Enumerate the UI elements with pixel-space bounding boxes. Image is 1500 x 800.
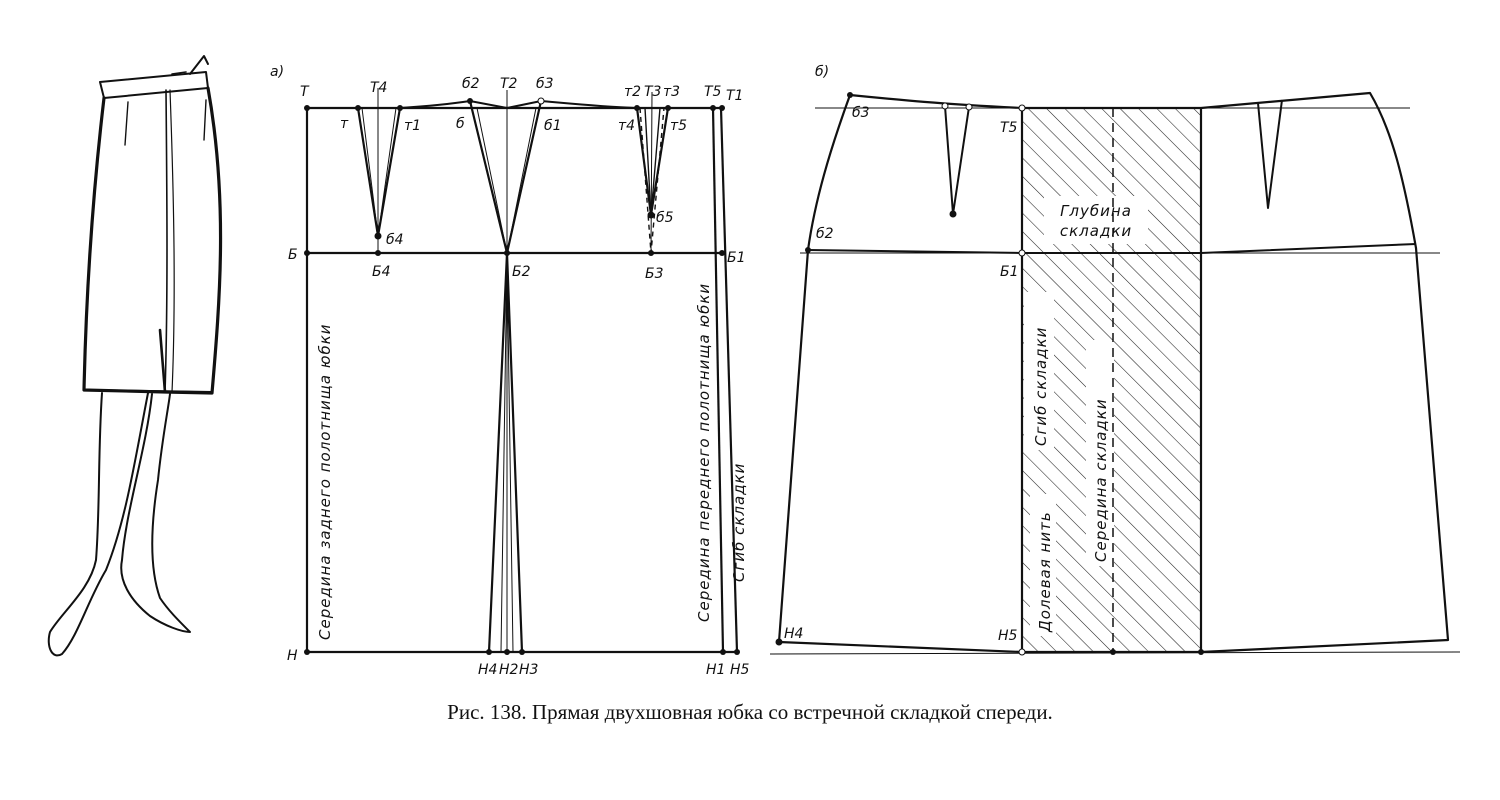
front-center-line (711, 107, 725, 653)
side-seam-lower-inner (500, 252, 514, 653)
sketch-waistband-tab (189, 55, 209, 75)
sketch-hem (83, 389, 213, 393)
sketch-leg-left (47, 392, 149, 657)
text-pleat-middle: Середина складки (1092, 398, 1110, 562)
sketch-dart-2 (203, 99, 207, 141)
label-H3: Н3 (519, 662, 538, 678)
text-fold-b: Сгиб складки (1032, 327, 1050, 446)
side-seam-lower (487, 252, 524, 653)
text-fold-a: Сгиб складки (730, 463, 748, 582)
sketch-skirt-body (82, 86, 223, 395)
sketch-pleat-right (169, 89, 175, 393)
label-b-B1: Б1 (1000, 264, 1019, 280)
label-t4: т4 (618, 118, 635, 134)
label-b-H4: Н4 (784, 626, 803, 642)
fold-line (719, 107, 739, 653)
label-H: Н (287, 648, 298, 664)
label-H2: Н2 (499, 662, 519, 678)
sketch-pleat-fold (158, 328, 177, 394)
sketch-waistband (99, 71, 209, 99)
panel-a: а) (270, 64, 750, 678)
label-b: б (456, 116, 465, 132)
sketch-dart-1 (124, 101, 129, 146)
panel-a-label: а) (270, 64, 284, 80)
panel-b-points (775, 92, 1204, 656)
label-B3: Б3 (645, 266, 664, 282)
label-B2: Б2 (512, 264, 531, 280)
panel-b: б) (769, 64, 1461, 656)
label-T5: Т5 (704, 84, 722, 100)
label-B1: Б1 (727, 250, 746, 266)
label-B4: Б4 (372, 264, 391, 280)
text-back-center: Середина заднего полотнища юбки (316, 323, 334, 640)
panel-b-dart-left (944, 105, 970, 215)
label-b3: б3 (536, 76, 554, 92)
label-T3p: Т3 (644, 84, 661, 100)
label-t5: т5 (670, 118, 687, 134)
label-t2: т2 (624, 84, 641, 100)
label-b-b2: б2 (816, 226, 834, 242)
label-b-T5: Т5 (1000, 120, 1018, 136)
pleat-depth-line1: Глубина (1060, 202, 1132, 220)
label-t3: т3 (663, 84, 680, 100)
label-b5: б5 (656, 210, 674, 226)
text-grain: Долевая нить (1036, 511, 1054, 633)
label-H5: Н5 (730, 662, 750, 678)
label-b2: б2 (462, 76, 480, 92)
skirt-sketch (47, 55, 223, 657)
label-b-b3: б3 (852, 105, 870, 121)
panel-a-points (304, 97, 740, 655)
label-T: Т (300, 84, 310, 100)
pleat-depth-box (1044, 196, 1148, 244)
label-b1: б1 (544, 118, 562, 134)
label-H1: Н1 (706, 662, 725, 678)
dart-axis-T3 (650, 91, 653, 254)
panel-a-labels: Т Т4 т т1 б2 Т2 б3 б б1 т2 Т3 т3 т4 т5 Т… (287, 76, 750, 678)
sketch-waistband-mark (171, 71, 187, 75)
label-H4: Н4 (478, 662, 497, 678)
label-T4: Т4 (370, 80, 387, 96)
pleat-depth-line2: складки (1060, 222, 1132, 240)
pleat-middle-text-box (1086, 340, 1114, 566)
label-b-H5: Н5 (998, 628, 1018, 644)
panel-b-label: б) (815, 64, 829, 80)
label-T2: Т2 (500, 76, 518, 92)
panel-b-waist-left (849, 93, 1201, 110)
figure-caption: Рис. 138. Прямая двухшовная юбка со встр… (447, 700, 1053, 724)
waist-curve (358, 99, 668, 110)
label-b4: б4 (386, 232, 404, 248)
fold-text-box (1024, 292, 1054, 450)
label-B: Б (288, 247, 298, 263)
panel-b-dart-right (1257, 99, 1283, 209)
text-front-center: Середина переднего полотнища юбки (695, 283, 713, 622)
label-t: т (340, 116, 349, 132)
sketch-leg-right (120, 393, 191, 633)
grain-text-box (1030, 494, 1056, 636)
label-T1: Т1 (726, 88, 743, 104)
sketch-pleat-left (164, 89, 168, 393)
label-t1: т1 (404, 118, 421, 134)
